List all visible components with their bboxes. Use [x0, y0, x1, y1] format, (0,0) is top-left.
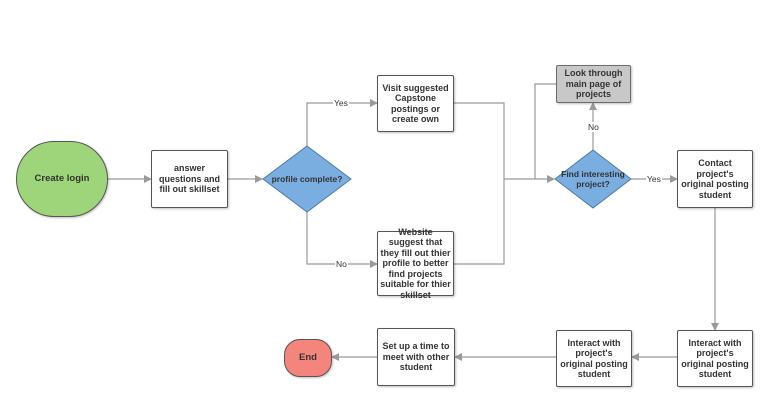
contact-project-label: Contact project's original posting stude…: [681, 158, 749, 200]
set-up-time-label: Set up a time to meet with other student: [382, 341, 450, 373]
edge-look-to-find: [534, 83, 556, 179]
interact-right-label: Interact with project's original posting…: [681, 337, 749, 380]
edge-profile-yes: [306, 99, 378, 146]
edge-profile-no: [306, 212, 378, 268]
find-interesting-label: Find interesting project?: [561, 169, 625, 189]
edge-label-no-up: No: [587, 122, 600, 132]
contact-project-node: Contact project's original posting stude…: [677, 150, 753, 208]
website-suggest-label: Website suggest that they fill out thier…: [380, 226, 451, 300]
interact-middle-label: Interact with project's original posting…: [560, 337, 628, 380]
edge-label-no-bottom: No: [335, 259, 348, 269]
find-project-diamond: [554, 149, 632, 209]
website-suggest-node: Website suggest that they fill out thier…: [377, 227, 454, 300]
look-through-label: Look through main page of projects: [564, 68, 623, 100]
visit-suggested-label: Visit suggested Capstone postings or cre…: [382, 82, 449, 125]
interact-right-node: Interact with project's original posting…: [677, 330, 753, 387]
create-login-label: Create login: [34, 172, 90, 184]
create-login-node: Create login: [16, 141, 108, 217]
edge-label-yes-right: Yes: [646, 174, 662, 184]
end-label: End: [299, 351, 317, 363]
profile-complete-label: profile complete?: [271, 174, 343, 184]
visit-suggested-node: Visit suggested Capstone postings or cre…: [377, 75, 454, 132]
edge-website-to-merge: [454, 179, 505, 265]
interact-middle-node: Interact with project's original posting…: [556, 330, 632, 387]
profile-complete-diamond: [262, 145, 352, 213]
end-node: End: [284, 339, 332, 377]
look-through-node: Look through main page of projects: [556, 65, 631, 103]
set-up-time-node: Set up a time to meet with other student: [377, 328, 455, 386]
edge-label-yes-top: Yes: [333, 98, 349, 108]
edge-visit-to-merge: [454, 102, 505, 179]
answer-questions-node: answer questions and fill out skillset: [151, 150, 228, 208]
answer-questions-label: answer questions and fill out skillset: [158, 163, 220, 195]
